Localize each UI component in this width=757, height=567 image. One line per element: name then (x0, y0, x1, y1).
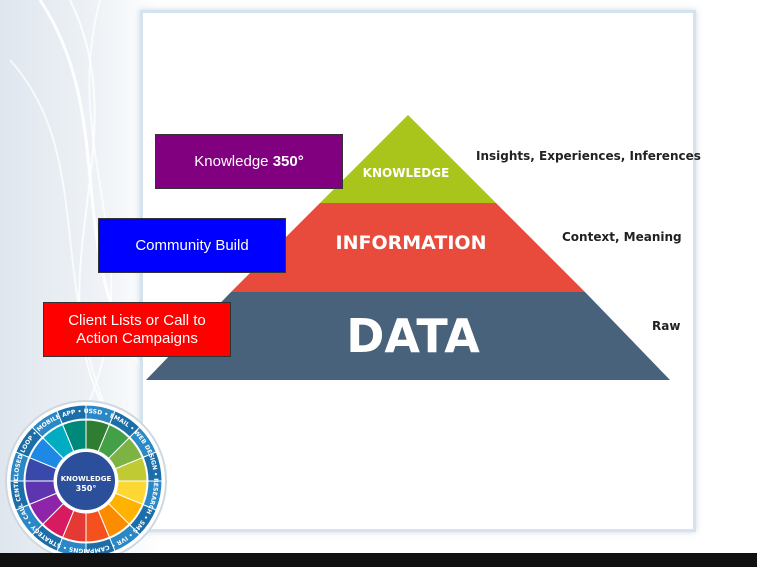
wheel-center-line1: KNOWLEDGE (61, 475, 112, 483)
knowledge-box-text: Knowledge 350° (194, 153, 303, 171)
client-box-line1: Client Lists or Call to (68, 311, 206, 329)
pyramid-tier-information (231, 203, 585, 292)
community-build-box: Community Build (98, 218, 286, 273)
wheel-outer-segment (56, 404, 87, 425)
tier-label-data: DATA (346, 309, 480, 363)
tier-description-information: Context, Meaning (562, 230, 682, 244)
knowledge-350-box: Knowledge 350° (155, 134, 343, 189)
tier-label-knowledge: KNOWLEDGE (363, 166, 450, 180)
tier-description-knowledge: Insights, Experiences, Inferences (476, 149, 701, 163)
wheel-center-line2: 350° (76, 484, 97, 493)
community-box-text: Community Build (135, 236, 249, 254)
wheel-inner-segment (62, 419, 87, 453)
pyramid-tier-knowledge (320, 115, 496, 203)
client-lists-box: Client Lists or Call to Action Campaigns (43, 302, 231, 357)
wheel-outer-ring (9, 404, 163, 558)
client-box-text: Client Lists or Call to Action Campaigns (68, 312, 206, 348)
tier-description-data: Raw (652, 319, 680, 333)
wheel-center (55, 450, 117, 512)
knowledge-box-number: 350° (272, 152, 304, 170)
pyramid-tier-data (146, 292, 670, 380)
bottom-bar (0, 553, 757, 567)
tier-label-information: INFORMATION (336, 232, 487, 254)
client-box-line2: Action Campaigns (76, 329, 198, 347)
wheel-inner-ring (24, 419, 148, 543)
knowledge-box-prefix: Knowledge (194, 152, 273, 170)
